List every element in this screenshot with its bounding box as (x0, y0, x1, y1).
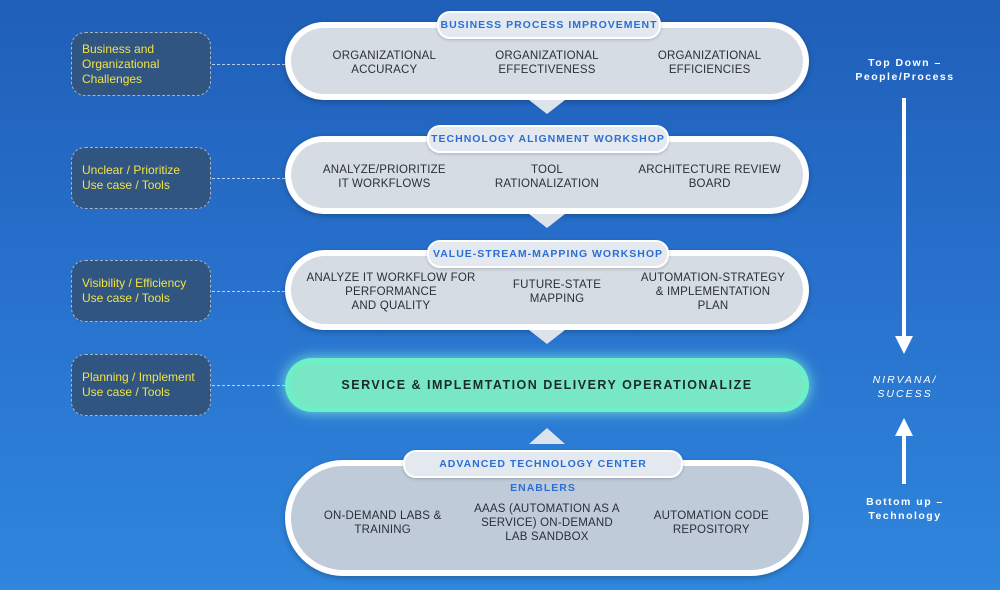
stage-item-line: ORGANIZATIONAL (332, 50, 437, 62)
right-label-line: People/Process (855, 71, 955, 83)
chevron-down-icon (529, 214, 565, 228)
operationalize-label: SERVICE & IMPLEMTATION DELIVERY OPERATIO… (290, 363, 804, 407)
stage-item: AUTOMATION CODE REPOSITORY (636, 509, 786, 537)
stage-item-line: FUTURE-STATE (512, 279, 602, 291)
side-box-line: Visibility / Efficiency (82, 276, 187, 290)
stage-item-line: ORGANIZATIONAL (495, 50, 599, 62)
stage-item-line: RATIONALIZATION (494, 178, 600, 190)
stage-body: ANALYZE IT WORKFLOW FOR PERFORMANCE AND … (291, 256, 803, 324)
stage-item-line: AUTOMATION-STRATEGY (640, 272, 786, 284)
stage-title: BUSINESS PROCESS IMPROVEMENT (437, 11, 661, 39)
stage-item: ARCHITECTURE REVIEW BOARD (635, 163, 785, 191)
stage-item-line: PLAN (697, 300, 729, 312)
stage-item: ORGANIZATIONAL EFFICIENCIES (635, 49, 785, 77)
stage-item-line: AND QUALITY (351, 300, 431, 312)
stage-item-line: PERFORMANCE (345, 286, 437, 298)
side-box-planning-implement: Planning / Implement Use case / Tools (71, 354, 211, 416)
stage-item: AUTOMATION-STRATEGY & IMPLEMENTATION PLA… (638, 271, 788, 313)
side-box-line: Use case / Tools (82, 385, 170, 399)
stage-item-line: ARCHITECTURE REVIEW (638, 164, 781, 176)
stage-technology-alignment: ANALYZE/PRIORITIZE IT WORKFLOWS TOOL RAT… (285, 136, 809, 214)
side-box-line: Organizational (82, 56, 160, 71)
stage-title: ADVANCED TECHNOLOGY CENTER ENABLERS (403, 450, 683, 494)
stage-item-line: & IMPLEMENTATION (655, 286, 771, 298)
connector-line (212, 64, 285, 65)
stage-item-line: TRAINING (354, 524, 411, 536)
connector-line (212, 385, 285, 386)
stage-item-line: AUTOMATION CODE (653, 510, 769, 522)
stage-item: ON-DEMAND LABS & TRAINING (308, 509, 458, 537)
right-label-line: Bottom up – (866, 496, 944, 508)
stage-item-line: ANALYZE IT WORKFLOW FOR (306, 272, 476, 284)
stage-item-line: LAB SANDBOX (505, 531, 589, 543)
stage-body: ORGANIZATIONAL ACCURACY ORGANIZATIONAL E… (291, 28, 803, 94)
stage-value-stream-mapping: ANALYZE IT WORKFLOW FOR PERFORMANCE AND … (285, 250, 809, 330)
stage-item-line: SERVICE) ON-DEMAND (481, 517, 613, 529)
chevron-down-icon (529, 330, 565, 344)
stage-item: TOOL RATIONALIZATION (472, 163, 622, 191)
right-label-line: SUCESS (877, 388, 933, 400)
chevron-down-icon (529, 100, 565, 114)
chevron-up-icon (529, 428, 565, 444)
side-box-visibility-efficiency: Visibility / Efficiency Use case / Tools (71, 260, 211, 322)
stage-title: VALUE-STREAM-MAPPING WORKSHOP (427, 240, 669, 268)
nirvana-label: NIRVANA/ SUCESS (840, 373, 970, 401)
stage-item-line: MAPPING (529, 293, 585, 305)
stage-item-line: IT WORKFLOWS (338, 178, 431, 190)
right-label-line: Technology (868, 510, 942, 522)
stage-item: FUTURE-STATE MAPPING (482, 278, 632, 306)
stage-item-line: TOOL (531, 164, 563, 176)
stage-item: ORGANIZATIONAL EFFECTIVENESS (472, 49, 622, 77)
stage-item-line: ANALYZE/PRIORITIZE (322, 164, 446, 176)
stage-item-line: REPOSITORY (672, 524, 750, 536)
stage-item-line: ORGANIZATIONAL (657, 50, 762, 62)
side-box-line: Business and (82, 41, 155, 56)
side-box-business-challenges: Business and Organizational Challenges (71, 32, 211, 96)
stage-body: ON-DEMAND LABS & TRAINING AAAS (AUTOMATI… (291, 466, 803, 570)
stage-title: TECHNOLOGY ALIGNMENT WORKSHOP (427, 125, 669, 153)
stage-item-line: ACCURACY (351, 64, 418, 76)
arrow-down-icon (895, 336, 913, 354)
operationalize-bar: SERVICE & IMPLEMTATION DELIVERY OPERATIO… (285, 358, 809, 412)
arrow-up-icon (895, 418, 913, 436)
stage-item: ORGANIZATIONAL ACCURACY (309, 49, 459, 77)
connector-line (212, 291, 285, 292)
stage-body: ANALYZE/PRIORITIZE IT WORKFLOWS TOOL RAT… (291, 142, 803, 208)
side-box-line: Use case / Tools (82, 291, 170, 305)
stage-item-line: ON-DEMAND LABS & (323, 510, 442, 522)
side-box-line: Use case / Tools (82, 178, 170, 192)
bottom-up-label: Bottom up – Technology (840, 495, 970, 523)
top-down-label: Top Down – People/Process (840, 56, 970, 84)
side-box-line: Unclear / Prioritize (82, 163, 181, 177)
stage-item: ANALYZE/PRIORITIZE IT WORKFLOWS (309, 163, 459, 191)
up-arrow-shaft (902, 434, 906, 484)
stage-item-line: EFFICIENCIES (668, 64, 751, 76)
right-label-line: NIRVANA/ (872, 374, 938, 386)
side-box-unclear-prioritize: Unclear / Prioritize Use case / Tools (71, 147, 211, 209)
right-label-line: Top Down – (868, 57, 942, 69)
side-box-line: Challenges (82, 71, 143, 86)
down-arrow-shaft (902, 98, 906, 338)
stage-item-line: BOARD (688, 178, 731, 190)
stage-item: ANALYZE IT WORKFLOW FOR PERFORMANCE AND … (306, 271, 476, 313)
stage-item-line: EFFECTIVENESS (498, 64, 596, 76)
connector-line (212, 178, 285, 179)
stage-item: AAAS (AUTOMATION AS A SERVICE) ON-DEMAND… (467, 502, 627, 544)
side-box-line: Planning / Implement (82, 370, 195, 384)
stage-item-line: AAAS (AUTOMATION AS A (474, 503, 620, 515)
stage-advanced-technology-enablers: ON-DEMAND LABS & TRAINING AAAS (AUTOMATI… (285, 460, 809, 576)
